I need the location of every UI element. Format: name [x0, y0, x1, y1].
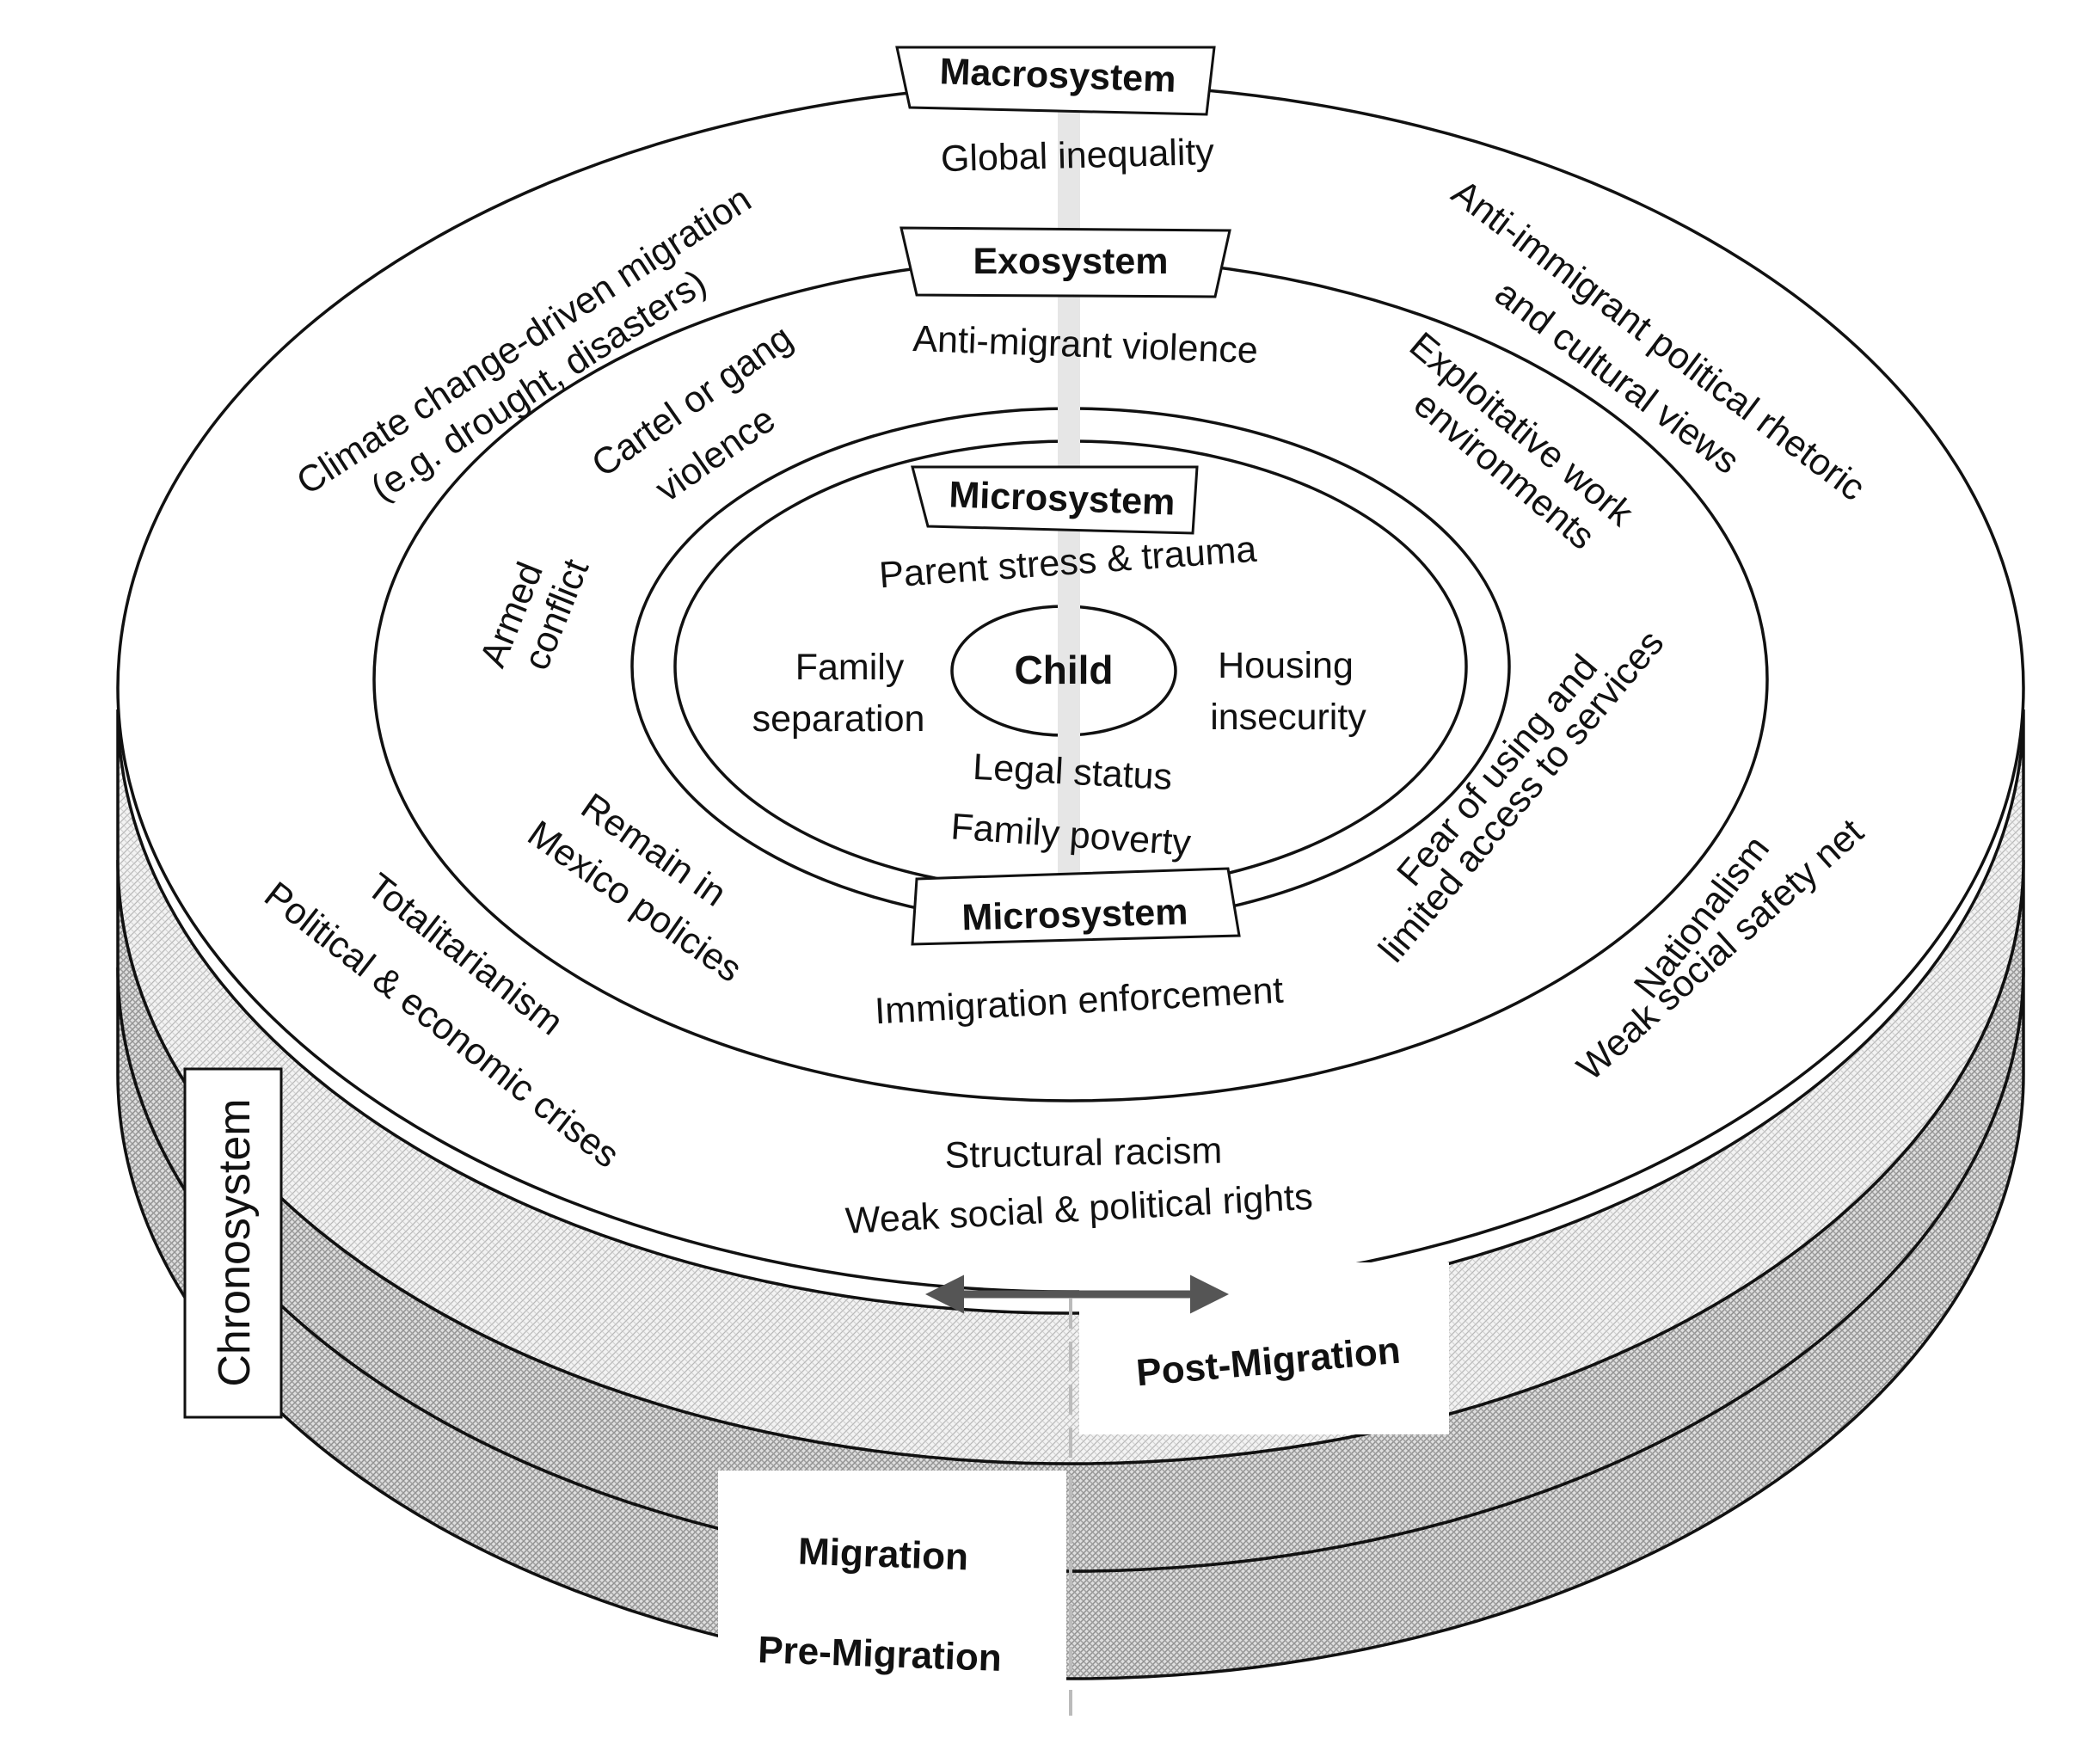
exosystem-label: Exosystem [973, 241, 1168, 282]
migration-label: Migration [797, 1531, 969, 1579]
macrosystem-label-box: Macrosystem [895, 46, 1216, 116]
housing-insecurity-label-line2: insecurity [1210, 697, 1366, 738]
post-migration-layer [116, 709, 2025, 1465]
family-separation-label-line1: Family [795, 647, 905, 688]
pre-migration-label: Pre-Migration [757, 1629, 1002, 1680]
child-label: Child [1015, 648, 1114, 692]
exosystem-label-box: Exosystem [900, 226, 1231, 298]
global-inequality-label: Global inequality [940, 132, 1215, 180]
microsystem-top-label: Microsystem [949, 474, 1176, 523]
microsystem-bottom-label: Microsystem [961, 892, 1188, 939]
family-separation-label-line2: separation [752, 698, 925, 740]
chronosystem-layers [116, 709, 2025, 1680]
migration-panel [718, 1471, 1066, 1686]
macrosystem-label: Macrosystem [939, 51, 1176, 101]
microsystem-bottom-label-box: Microsystem [911, 867, 1241, 946]
housing-insecurity-label-line1: Housing [1218, 645, 1354, 686]
structural-racism-label: Structural racism [944, 1130, 1222, 1176]
chronosystem-label: Chronosystem [210, 1098, 260, 1386]
chronosystem-label-box: Chronosystem [183, 1067, 283, 1419]
microsystem-top-label-box: Microsystem [911, 465, 1199, 535]
